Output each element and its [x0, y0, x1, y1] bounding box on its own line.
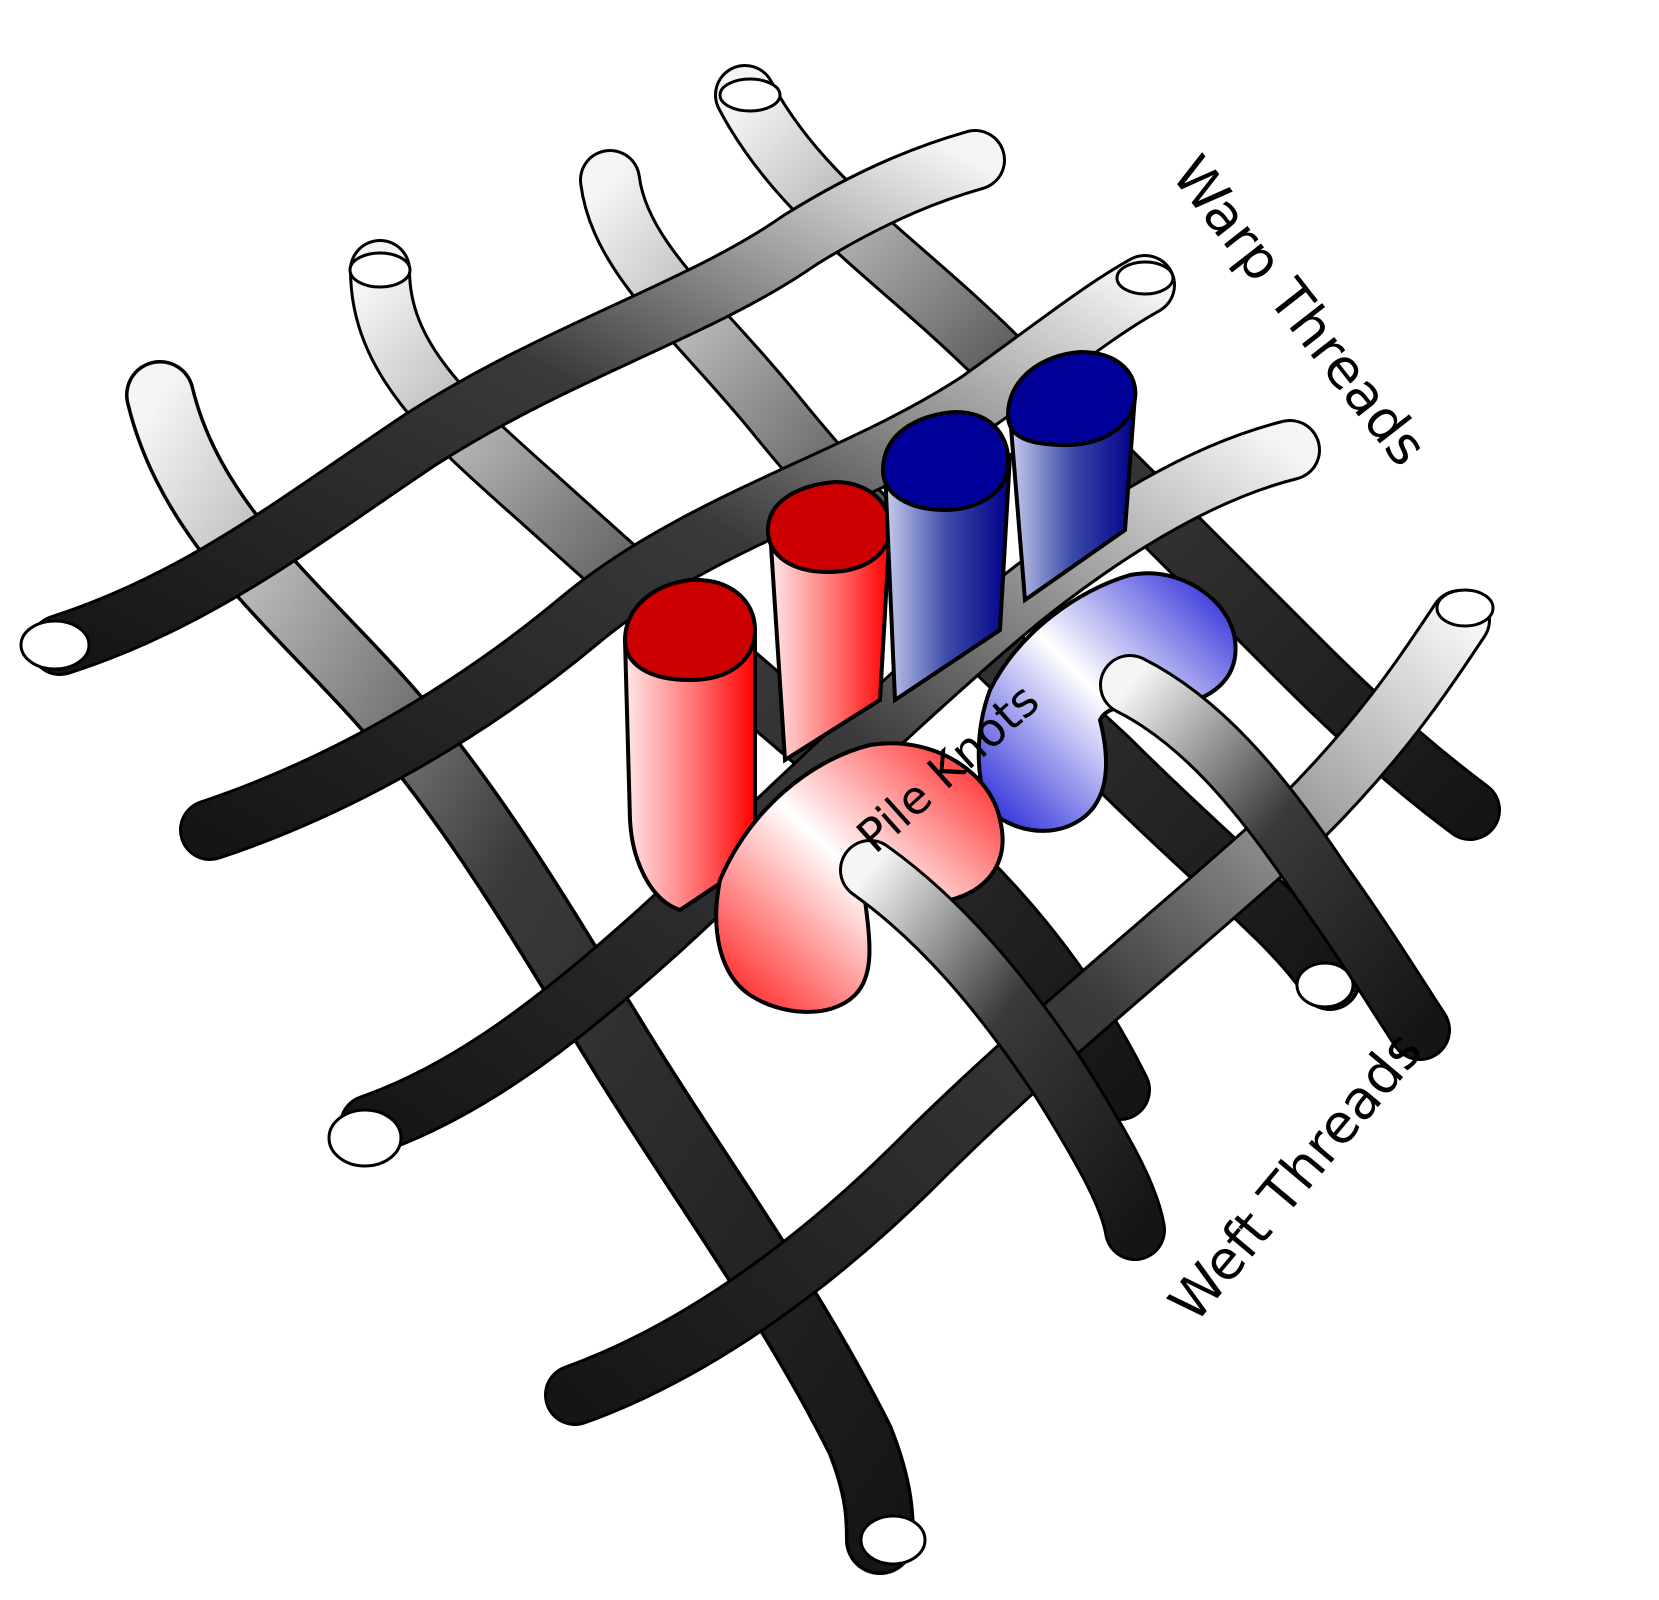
weft-thread [544, 588, 1495, 1426]
red-pile-tuft [622, 577, 758, 913]
blue-pile-tuft [1005, 349, 1138, 604]
thread-end [718, 77, 782, 113]
red-pile-tuft [765, 479, 893, 764]
pile-tufts [622, 349, 1138, 913]
weft-thread [179, 254, 1176, 861]
thread-end [1115, 260, 1175, 296]
weft-threads-label: Weft Threads [1157, 1020, 1435, 1334]
weft-thread [19, 129, 1006, 676]
thread-end [348, 251, 412, 289]
blue-pile-tuft [880, 409, 1013, 704]
thread-end [859, 1514, 927, 1566]
warp-thread-front-segment [839, 839, 1166, 1261]
thread-end [1295, 961, 1355, 1009]
warp-thread-front-segment [1099, 654, 1451, 1061]
thread-end [327, 1108, 403, 1168]
thread-end [1435, 588, 1495, 628]
thread-lattice-over [839, 654, 1451, 1261]
thread-end [19, 619, 91, 671]
